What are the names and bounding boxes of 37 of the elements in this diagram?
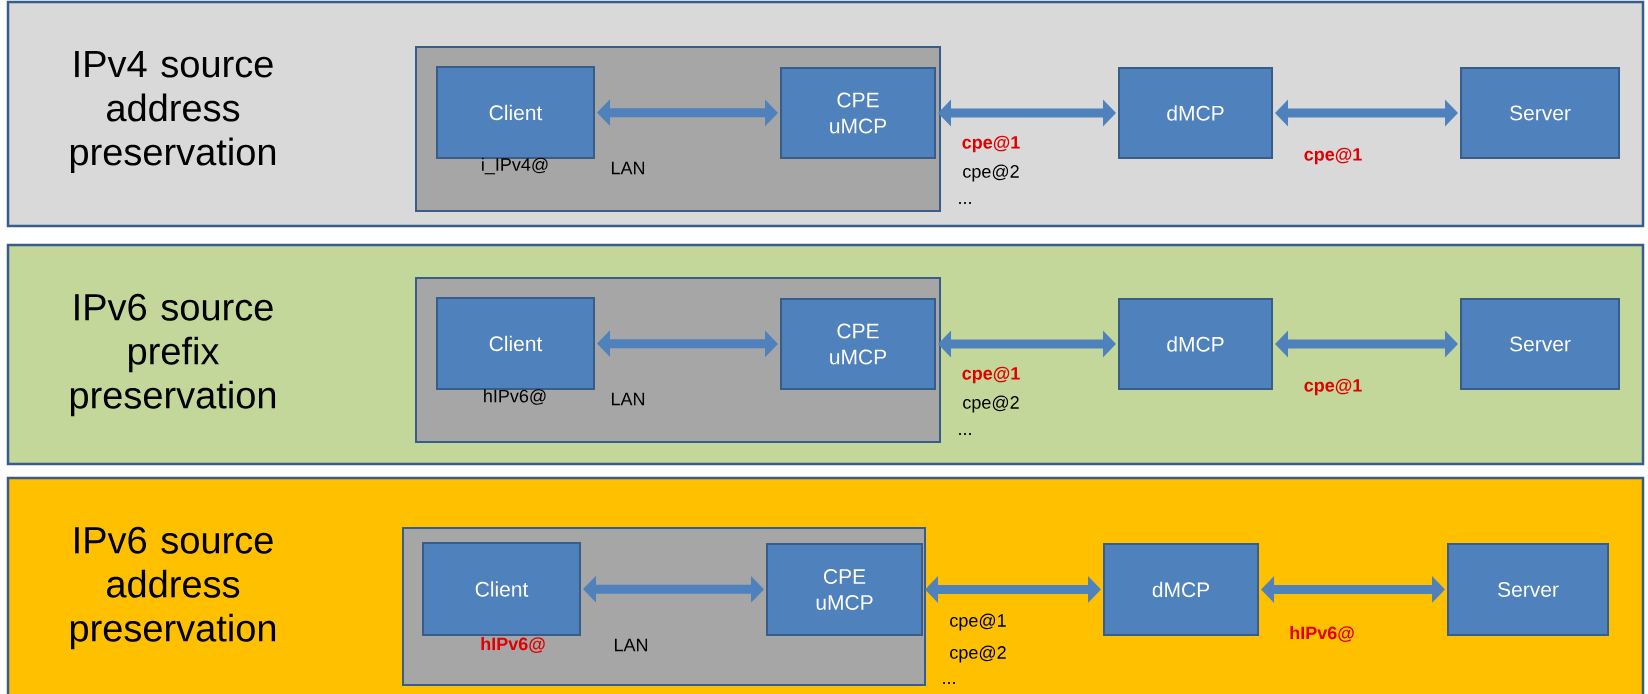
double-arrow bbox=[938, 99, 1116, 127]
address-label: ... bbox=[959, 202, 971, 204]
process-box: CPE uMCP bbox=[766, 543, 923, 636]
address-label: i_IPv4@ bbox=[482, 157, 548, 175]
address-label: cpe@1 bbox=[1304, 378, 1362, 396]
double-arrow bbox=[925, 576, 1101, 603]
process-box: dMCP bbox=[1118, 298, 1273, 390]
process-box: Server bbox=[1447, 543, 1609, 636]
address-label: cpe@2 bbox=[963, 164, 1019, 182]
process-box: dMCP bbox=[1103, 543, 1259, 636]
double-arrow bbox=[597, 99, 778, 127]
address-label: hIPv6@ bbox=[484, 389, 546, 405]
address-label: cpe@1 bbox=[950, 613, 1006, 631]
address-label: ... bbox=[959, 433, 971, 435]
process-box: Server bbox=[1460, 67, 1620, 159]
process-box: Client bbox=[436, 297, 595, 390]
address-label: LAN bbox=[612, 161, 645, 175]
address-label: LAN bbox=[612, 392, 645, 406]
address-label: cpe@2 bbox=[963, 395, 1019, 413]
process-box: Client bbox=[436, 66, 595, 159]
address-label: cpe@1 bbox=[1304, 147, 1362, 165]
process-box: Client bbox=[422, 542, 581, 636]
double-arrow bbox=[583, 575, 764, 603]
double-arrow bbox=[1275, 330, 1458, 358]
address-label: hIPv6@ bbox=[1290, 626, 1354, 642]
address-label: ... bbox=[943, 682, 955, 684]
address-label: cpe@1 bbox=[962, 135, 1020, 153]
address-label: cpe@2 bbox=[950, 645, 1006, 663]
address-label: cpe@1 bbox=[962, 366, 1020, 384]
process-box: CPE uMCP bbox=[780, 298, 936, 390]
process-box: dMCP bbox=[1118, 67, 1273, 159]
process-box: CPE uMCP bbox=[780, 67, 936, 159]
double-arrow bbox=[1261, 576, 1445, 603]
double-arrow bbox=[938, 330, 1116, 358]
process-box: Server bbox=[1460, 298, 1620, 390]
double-arrow bbox=[1275, 99, 1458, 127]
address-label: LAN bbox=[615, 638, 648, 652]
